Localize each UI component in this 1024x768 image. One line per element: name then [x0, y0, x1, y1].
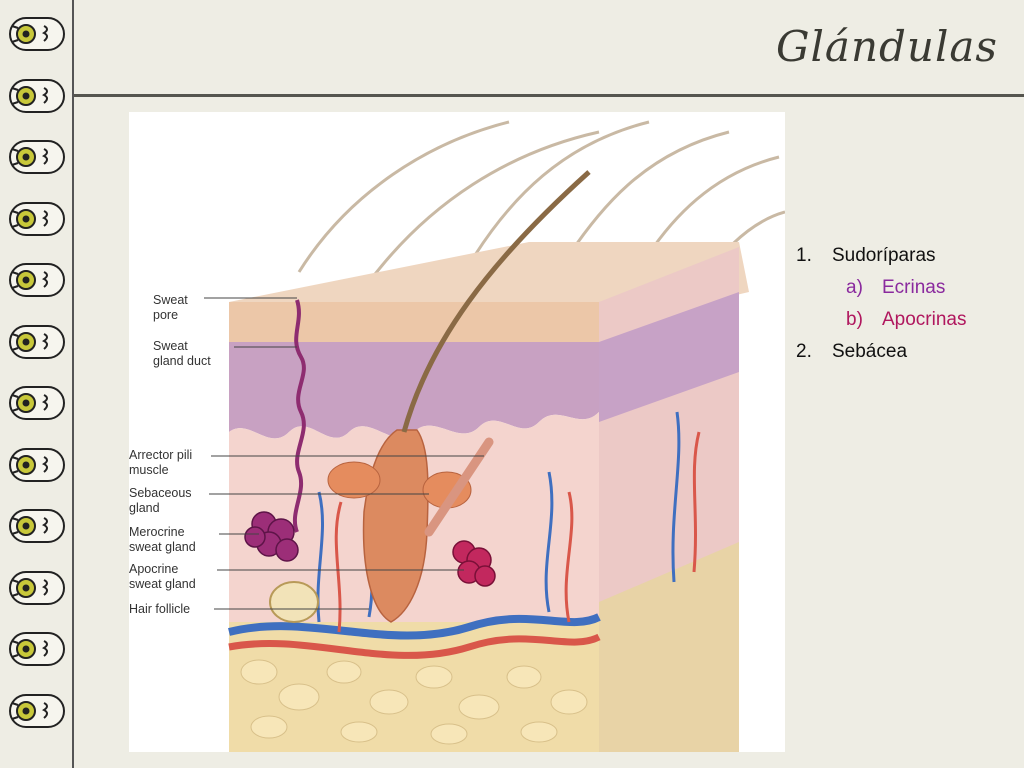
- owl-face-icon: [6, 199, 68, 239]
- label-arrector-2: muscle: [129, 463, 169, 477]
- list-item-apocrinas: b) Apocrinas: [796, 304, 1016, 336]
- list-item-ecrinas: a) Ecrinas: [796, 272, 1016, 304]
- owl-face-icon: [6, 76, 68, 116]
- label-merocrine-1: Merocrine: [129, 525, 185, 539]
- owl-face-icon: [6, 445, 68, 485]
- epidermis-layer: [229, 302, 599, 342]
- sweat-gland-duct: [292, 299, 306, 533]
- owl-face-icon: [6, 383, 68, 423]
- list-marker: b): [846, 309, 863, 330]
- owl-face-icon: [6, 137, 68, 177]
- owl-face-icon: [6, 691, 68, 731]
- label-sweat-duct-2: gland duct: [153, 354, 211, 368]
- label-arrector-1: Arrector pili: [129, 448, 192, 462]
- title-underline: [74, 94, 1024, 97]
- arrector-pili-muscle: [424, 437, 494, 537]
- label-sweat-pore-1: Sweat: [153, 293, 188, 307]
- gland-types-list: 1. Sudoríparas a) Ecrinas b) Apocrinas 2…: [796, 240, 1016, 368]
- label-sebaceous-1: Sebaceous: [129, 486, 192, 500]
- skin-diagram: Sweat pore Sweat gland duct Arrector pil…: [129, 120, 785, 752]
- owl-face-icon: [6, 629, 68, 669]
- list-text: Sebácea: [832, 341, 908, 362]
- label-sweat-pore-2: pore: [153, 308, 178, 322]
- sebaceous-gland: [327, 461, 381, 499]
- list-item-sebacea: 2. Sebácea: [796, 336, 1016, 368]
- list-marker: 2.: [796, 341, 812, 362]
- list-text: Ecrinas: [882, 277, 946, 298]
- label-hair-follicle: Hair follicle: [129, 602, 190, 616]
- label-sweat-duct-1: Sweat: [153, 339, 188, 353]
- slide-title: Glándulas: [775, 22, 998, 71]
- owl-face-icon: [6, 14, 68, 54]
- owl-face-icon: [6, 568, 68, 608]
- list-text: Apocrinas: [882, 309, 967, 330]
- basal-layer: [229, 342, 599, 439]
- lamellated-corpuscle: [269, 581, 319, 623]
- list-marker: a): [846, 277, 863, 298]
- skin-anatomy-figure: Sweat pore Sweat gland duct Arrector pil…: [129, 112, 785, 752]
- owl-face-icon: [6, 260, 68, 300]
- list-text: Sudoríparas: [832, 245, 936, 266]
- list-marker: 1.: [796, 245, 812, 266]
- apocrine-gland: [452, 540, 496, 587]
- left-decorative-strip: [0, 0, 74, 768]
- hair-shaft: [401, 170, 591, 433]
- owl-face-icon: [6, 322, 68, 362]
- label-merocrine-2: sweat gland: [129, 540, 196, 554]
- artery: [228, 633, 601, 659]
- list-item-sudoriparas: 1. Sudoríparas: [796, 240, 1016, 272]
- merocrine-gland: [244, 511, 299, 562]
- strip-divider: [72, 0, 74, 768]
- vein: [228, 613, 601, 640]
- owl-face-icon: [6, 506, 68, 546]
- label-apocrine-1: Apocrine: [129, 562, 178, 576]
- label-sebaceous-2: gland: [129, 501, 160, 515]
- label-apocrine-2: sweat gland: [129, 577, 196, 591]
